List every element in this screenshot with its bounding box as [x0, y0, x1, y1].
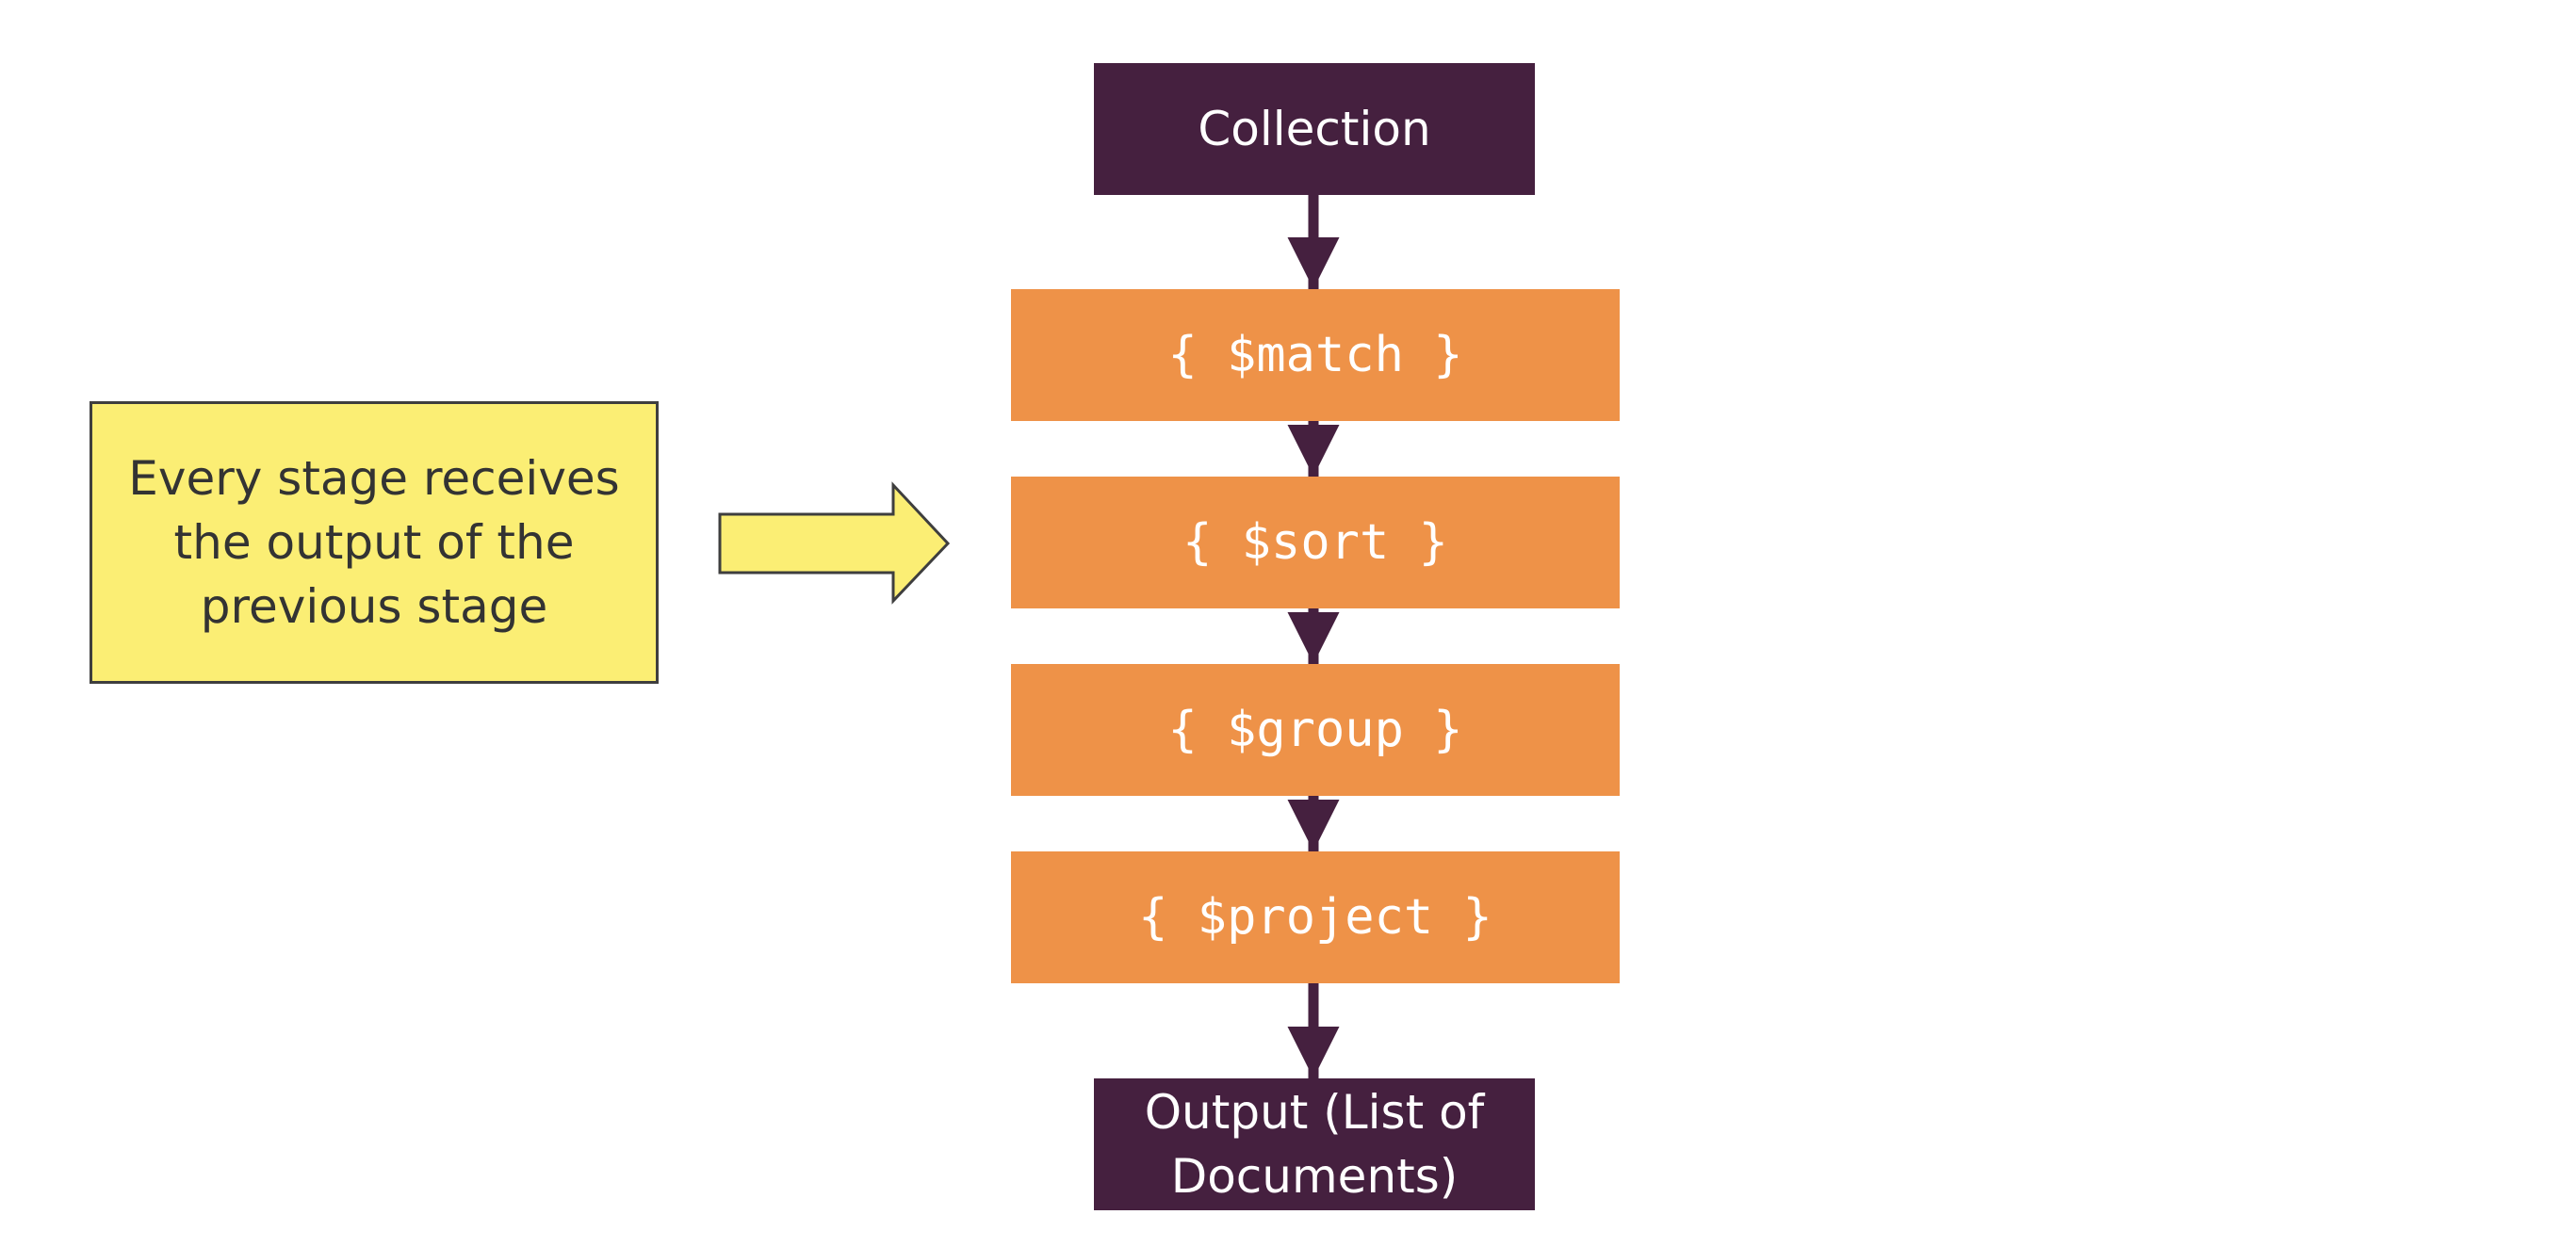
note-box: Every stage receives the output of the p… — [90, 401, 659, 684]
stage-sort-box: { $sort } — [1011, 477, 1620, 608]
stage-group-label: { $group } — [1167, 702, 1463, 758]
stage-match-label: { $match } — [1167, 327, 1463, 383]
source-collection-box: Collection — [1094, 63, 1535, 195]
stage-group-box: { $group } — [1011, 664, 1620, 796]
note-text: Every stage receives the output of the p… — [128, 451, 620, 634]
stage-sort-label: { $sort } — [1182, 514, 1448, 571]
stage-match-box: { $match } — [1011, 289, 1620, 421]
note-pointer-arrow — [718, 481, 951, 605]
stage-project-label: { $project } — [1138, 889, 1492, 946]
output-documents-box: Output (List of Documents) — [1094, 1078, 1535, 1210]
stage-project-box: { $project } — [1011, 851, 1620, 983]
output-documents-label: Output (List of Documents) — [1144, 1085, 1485, 1204]
source-collection-label: Collection — [1198, 102, 1431, 156]
